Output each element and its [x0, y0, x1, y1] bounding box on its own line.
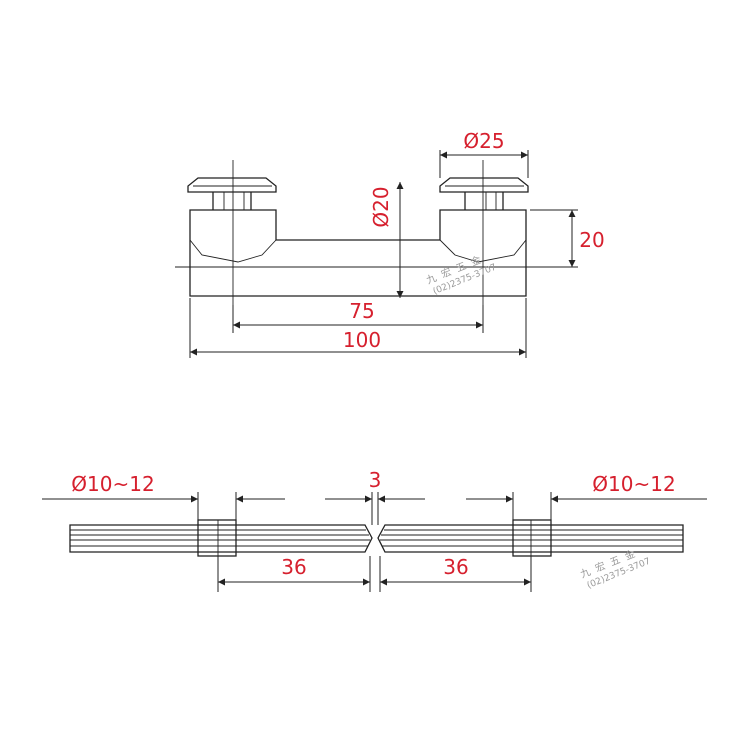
watermark-bottom: 九宏五金 (02)2375-3707 — [578, 545, 652, 591]
cap-diameter-label: Ø25 — [463, 129, 504, 153]
right-glass-panel — [377, 519, 684, 557]
left-clamp-block — [197, 519, 237, 557]
left-cap — [187, 177, 277, 210]
bracket-body — [189, 209, 527, 297]
inner-span-label: 75 — [349, 299, 374, 323]
overall-length-label: 100 — [343, 328, 381, 352]
post-diameter-label: Ø20 — [369, 186, 393, 227]
right-clamp-block — [512, 519, 552, 557]
right-depth-label: 36 — [443, 555, 468, 579]
height-label: 20 — [579, 228, 604, 252]
right-thickness-label: Ø10~12 — [592, 472, 675, 496]
right-cap — [439, 177, 529, 210]
gap-label: 3 — [369, 468, 382, 492]
left-glass-panel — [69, 519, 373, 557]
bottom-view — [42, 492, 707, 592]
left-thickness-label: Ø10~12 — [71, 472, 154, 496]
watermark-top: 九宏五金 (02)2375-3707 — [424, 251, 498, 297]
left-depth-label: 36 — [281, 555, 306, 579]
top-view — [175, 150, 578, 358]
